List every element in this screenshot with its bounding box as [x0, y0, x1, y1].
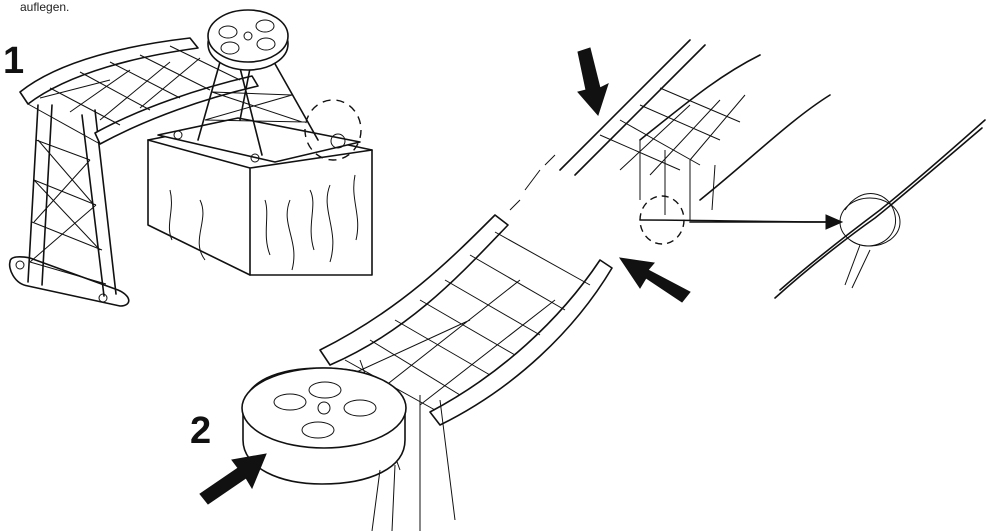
track-section-far: [559, 39, 831, 220]
plate-screw-2: [250, 153, 260, 163]
pulley-wheel-step2: [241, 367, 407, 485]
arrow-top-cable: [577, 47, 609, 116]
step1-assembly: [8, 9, 373, 307]
step-number-1: 1: [3, 40, 25, 82]
tower-base-plate: [8, 256, 130, 307]
arrow-to-knot: [689, 214, 844, 230]
pulley-tower: [197, 54, 319, 156]
highlight-circle-bolt: [304, 99, 362, 161]
track-section-step1: [19, 37, 259, 145]
support-tower-left: [27, 104, 117, 297]
highlight-circle-cable: [639, 195, 685, 245]
plate-screw-1: [173, 130, 183, 140]
arrow-cable-joint: [618, 257, 691, 303]
plate-bolt: [330, 133, 346, 149]
arrow-pulley-2: [199, 453, 267, 505]
pulley-wheel-step1: [207, 9, 289, 71]
step2-assembly: [241, 39, 986, 531]
step-number-2: 2: [190, 410, 212, 452]
pulley-tower-legs: [371, 460, 421, 531]
knot-detail: [774, 119, 986, 299]
instruction-caption: auflegen.: [20, 0, 70, 14]
track-section-near: [319, 214, 613, 521]
base-bolt-left: [15, 260, 25, 270]
cable-break: [509, 154, 556, 211]
